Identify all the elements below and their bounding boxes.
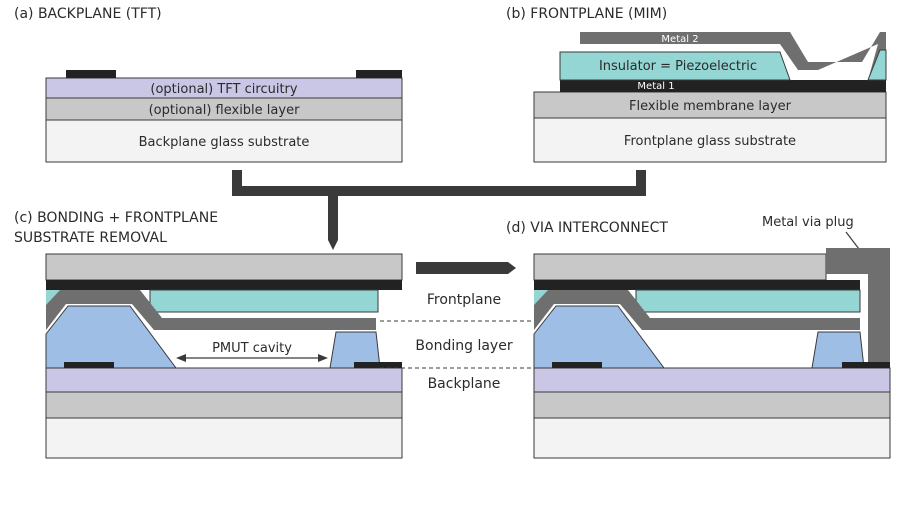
- c-flexible: [45, 391, 403, 419]
- backplane-glass-label: Backplane glass substrate: [139, 135, 310, 150]
- cavity-arrow-left: [176, 354, 186, 362]
- tft-pad-left: [66, 70, 116, 78]
- via-plug: [826, 248, 890, 368]
- backplane-label: Backplane: [428, 376, 501, 392]
- panel-a-stack: (optional) TFT circuitry (optional) flex…: [45, 70, 403, 163]
- d-piezo: [635, 289, 861, 313]
- connector-left: [232, 170, 242, 196]
- piezo-edge: [867, 49, 887, 81]
- c-pad-right: [354, 362, 402, 368]
- process-arrow: [416, 262, 516, 274]
- d-glass: [533, 417, 891, 459]
- d-flexible: [533, 391, 891, 419]
- d-metal2: [534, 290, 860, 330]
- d-pad-left: [552, 362, 602, 368]
- cavity-label: PMUT cavity: [212, 341, 292, 356]
- metal1-layer: [560, 80, 886, 92]
- d-tft: [533, 367, 891, 393]
- d-bond-left: [533, 305, 665, 369]
- metal1-label: Metal 1: [637, 81, 674, 92]
- insulator-label: Insulator = Piezoelectric: [599, 59, 757, 74]
- metal2-layer: [580, 32, 886, 80]
- tft-label: (optional) TFT circuitry: [150, 82, 297, 97]
- c-bond-left: [45, 305, 177, 369]
- d-metal1: [534, 280, 860, 290]
- bonding-label: Bonding layer: [415, 338, 512, 354]
- panel-b-title: (b) FRONTPLANE (MIM): [506, 6, 667, 22]
- c-top-membrane: [45, 253, 403, 281]
- frontplane-label: Frontplane: [427, 292, 501, 308]
- c-metal2: [46, 290, 376, 330]
- panel-a-title: (a) BACKPLANE (TFT): [14, 6, 162, 22]
- c-pad-left: [64, 362, 114, 368]
- metal2-label: Metal 2: [661, 34, 698, 45]
- connector-bar: [232, 186, 646, 196]
- panel-d-stack: [533, 248, 891, 459]
- merge-connector: [232, 170, 646, 250]
- frontplane-glass-label: Frontplane glass substrate: [624, 134, 796, 149]
- panel-c-title-line1: (c) BONDING + FRONTPLANE: [14, 210, 218, 226]
- backplane-glass: [45, 119, 403, 163]
- connector-right: [636, 170, 646, 196]
- via-plug-label: Metal via plug: [762, 215, 854, 230]
- c-piezo: [149, 289, 379, 313]
- c-tft: [45, 367, 403, 393]
- flexible-label: (optional) flexible layer: [149, 103, 300, 118]
- membrane-layer: [533, 91, 887, 119]
- panel-d-title: (d) VIA INTERCONNECT: [506, 220, 668, 236]
- cavity-arrow-right: [318, 354, 328, 362]
- layer-guides: Frontplane Bonding layer Backplane: [380, 292, 534, 392]
- panel-c-stack: PMUT cavity: [45, 253, 403, 459]
- down-arrow: [328, 196, 338, 250]
- c-glass: [45, 417, 403, 459]
- d-top-membrane: [533, 253, 827, 281]
- panel-c-title-line2: SUBSTRATE REMOVAL: [14, 230, 167, 246]
- piezo-layer: [559, 51, 791, 81]
- frontplane-glass: [533, 117, 887, 163]
- c-metal1: [46, 280, 402, 290]
- membrane-label: Flexible membrane layer: [629, 99, 792, 114]
- tft-pad-right: [356, 70, 402, 78]
- panel-b-stack: Metal 2 Insulator = Piezoelectric Metal …: [533, 32, 887, 163]
- d-pad-right: [842, 362, 890, 368]
